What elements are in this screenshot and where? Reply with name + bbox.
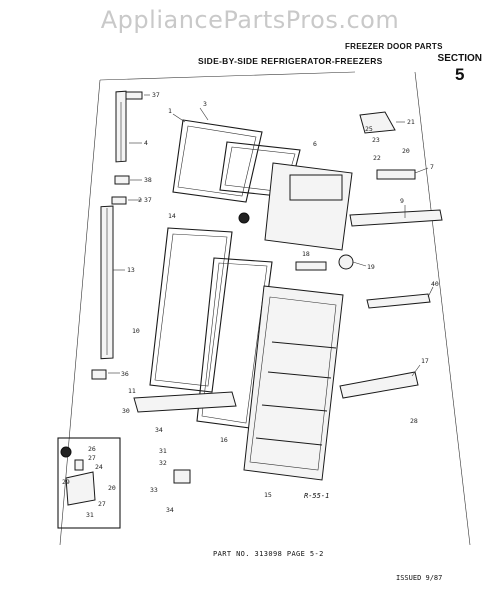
- callout-29: 29: [62, 478, 70, 486]
- callout-2: 2: [138, 196, 142, 204]
- callout-32: 32: [159, 459, 167, 467]
- callout-1: 1: [168, 107, 172, 115]
- detail-inset: [57, 437, 121, 529]
- part-shelf-bar-upper: [349, 209, 443, 227]
- callout-6: 6: [313, 140, 317, 148]
- header-subtitle: SIDE-BY-SIDE REFRIGERATOR-FREEZERS: [198, 56, 383, 66]
- part-door-frame-lower: [149, 227, 233, 393]
- part-knob: [338, 254, 354, 270]
- callout-34a: 34: [155, 426, 163, 434]
- callout-19: 19: [367, 263, 375, 271]
- callout-30: 30: [122, 407, 130, 415]
- footer-part-number: PART NO. 313098 PAGE 5-2: [213, 550, 324, 558]
- section-label: SECTION: [437, 53, 482, 64]
- callout-37b: 37: [144, 196, 152, 204]
- callout-26: 26: [88, 445, 96, 453]
- part-door-liner: [243, 285, 344, 481]
- callout-31: 31: [159, 447, 167, 455]
- callout-21: 21: [407, 118, 415, 126]
- callout-34b: 34: [166, 506, 174, 514]
- part-bottom-trim: [133, 391, 237, 413]
- callout-14: 14: [168, 212, 176, 220]
- part-hinge-lower: [173, 469, 191, 484]
- callout-37a: 37: [152, 91, 160, 99]
- callout-16: 16: [220, 436, 228, 444]
- callout-22: 22: [373, 154, 381, 162]
- callout-3: 3: [203, 100, 207, 108]
- callout-labels: 37 3 1 4 38 2 37 14 13 10 36 11 30 34 16…: [62, 91, 439, 519]
- callout-40: 40: [431, 280, 439, 288]
- header-part-group: FREEZER DOOR PARTS: [345, 42, 443, 51]
- callout-20b: 20: [108, 484, 116, 492]
- callout-23: 23: [372, 136, 380, 144]
- part-inner-panel-upper: [264, 162, 353, 251]
- watermark: AppliancePartsPros.com: [100, 6, 400, 34]
- callout-31b: 31: [86, 511, 94, 519]
- drawing-code: R-55-1: [304, 492, 330, 500]
- callout-33: 33: [150, 486, 158, 494]
- callout-4: 4: [144, 139, 148, 147]
- footer-issued-date: ISSUED 9/87: [396, 574, 443, 582]
- callout-7: 7: [430, 163, 434, 171]
- callout-27b: 27: [98, 500, 106, 508]
- part-shelf-bar-middle: [366, 293, 431, 309]
- part-latch: [295, 261, 327, 271]
- part-door-frame-upper: [172, 119, 263, 203]
- callout-20: 20: [402, 147, 410, 155]
- callout-15: 15: [264, 491, 272, 499]
- callout-13: 13: [127, 266, 135, 274]
- callout-36: 36: [121, 370, 129, 378]
- part-bracket-top: [359, 111, 416, 180]
- detail-marker-icon: [60, 446, 72, 458]
- part-hinge-top: [91, 91, 143, 380]
- callout-9: 9: [400, 197, 404, 205]
- callout-18: 18: [302, 250, 310, 258]
- part-vertical-strip-lower: [100, 205, 114, 360]
- callout-25: 25: [365, 125, 373, 133]
- part-vertical-strip-upper: [115, 90, 127, 163]
- callout-10: 10: [132, 327, 140, 335]
- detail-marker-icon-2: [238, 212, 250, 224]
- callout-28: 28: [410, 417, 418, 425]
- callout-24: 24: [95, 463, 103, 471]
- part-shelf-bar-lower: [339, 371, 419, 399]
- callout-17: 17: [421, 357, 429, 365]
- section-badge: SECTION 5: [437, 52, 482, 84]
- section-number: 5: [455, 65, 465, 84]
- callout-27: 27: [88, 454, 96, 462]
- callout-38a: 38: [144, 176, 152, 184]
- callout-11: 11: [128, 387, 136, 395]
